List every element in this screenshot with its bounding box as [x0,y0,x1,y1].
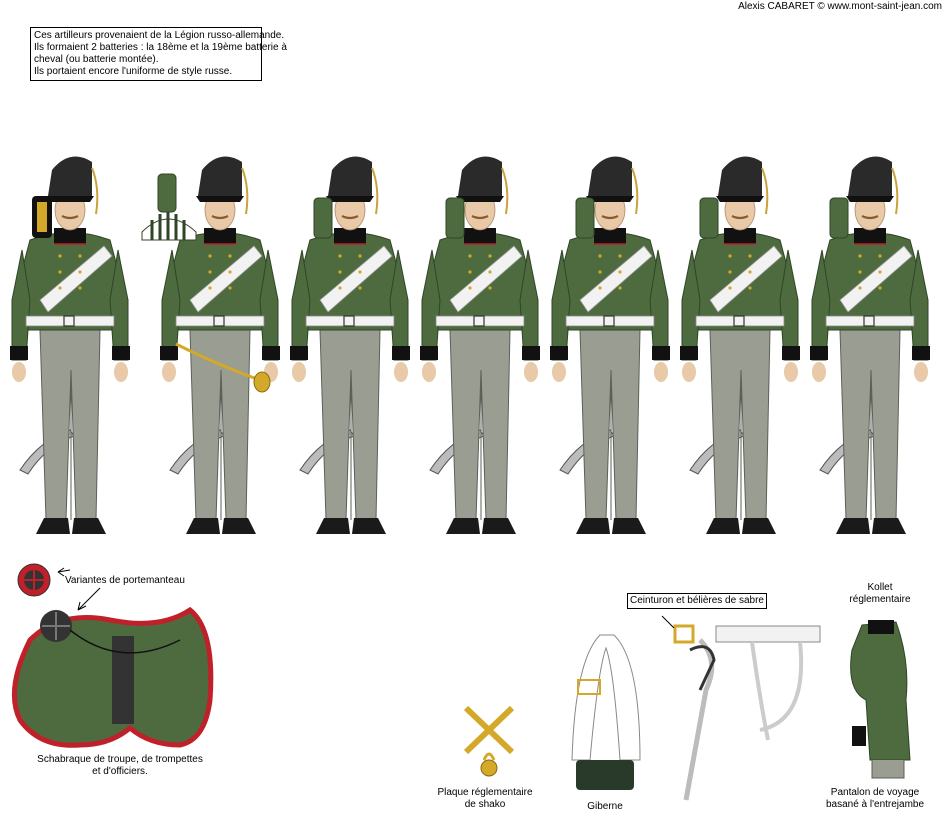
epaulette-icon [32,196,52,238]
epaulette-icon [141,173,197,241]
cartridge-pouch-icon [571,634,641,790]
epaulette-icon [699,197,719,239]
intro-line: Ils portaient encore l'uniforme de style… [34,66,233,77]
label-line: Pantalon de voyage [830,787,920,798]
intro-line: Ces artilleurs provenaient de la Légion … [34,30,285,41]
label-line: Plaque réglementaire [437,787,533,798]
ceinturon-label: Ceinturon et bélières de sabre [627,593,767,609]
epaulette-icon [829,197,849,239]
epaulette-icon [313,197,333,239]
label-line: et d'officiers. [92,766,148,777]
label-line: réglementaire [849,594,911,605]
kollet-label: Kollet réglementaire [830,582,930,606]
sabre-belt-icon [673,624,821,801]
portemanteau-icon [17,563,51,597]
intro-line: cheval (ou batterie montée). [34,54,159,65]
trumpet-icon [175,342,271,393]
label-line: Kollet [867,582,893,593]
label-line: Schabraque de troupe, de trompettes [37,754,203,765]
pantalon-label: Pantalon de voyage basané à l'entrejambe [810,787,940,811]
portemanteau-label: Variantes de portemanteau [65,575,185,586]
intro-box: Ces artilleurs provenaient de la Légion … [30,27,287,81]
saddle-cloth-icon [11,606,214,748]
label-line: de shako [464,799,506,810]
cannon-plate-icon [463,705,515,777]
schabraque-label: Schabraque de troupe, de trompettes et d… [20,754,220,778]
shako-plate-label: Plaque réglementaire de shako [420,787,550,811]
credit-text: Alexis CABARET © www.mont-saint-jean.com [738,1,942,12]
intro-line: Ils formaient 2 batteries : la 18ème et … [34,42,287,53]
label-line: basané à l'entrejambe [825,799,925,810]
kollet-icon [850,620,911,779]
epaulette-icon [445,197,465,239]
epaulette-icon [575,197,595,239]
giberne-label: Giberne [587,801,623,812]
